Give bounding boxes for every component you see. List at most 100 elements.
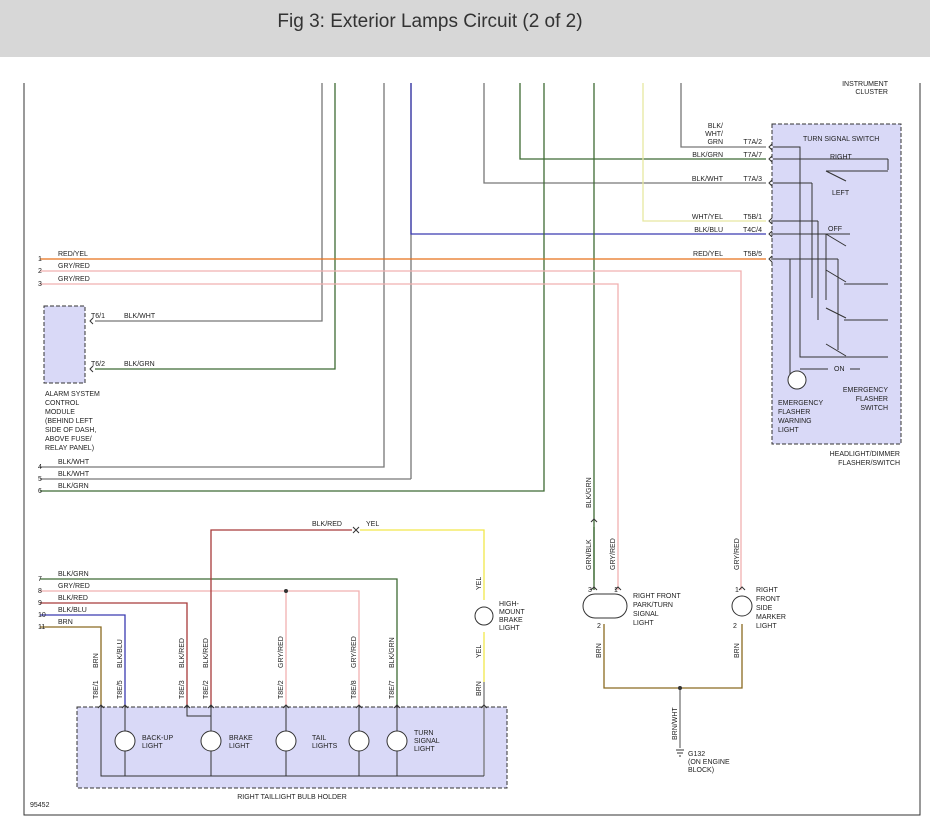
internal-wiring xyxy=(100,146,889,777)
bulbs xyxy=(114,370,807,752)
on-label: ON xyxy=(834,366,845,373)
splice-dot xyxy=(678,686,682,690)
figure-header: Fig 3: Exterior Lamps Circuit (2 of 2) xyxy=(0,0,930,57)
switch-pin-1: T7A/2 xyxy=(743,139,762,146)
tail-col-pin-1: T8E/1 xyxy=(93,680,100,699)
pin-2a-label: 2 xyxy=(597,623,601,630)
connector-mark xyxy=(768,155,773,163)
connector-mark xyxy=(768,217,773,225)
wire-num-2: 2 xyxy=(38,268,42,275)
wire-green xyxy=(519,83,766,160)
wire-gray xyxy=(40,83,385,468)
taillight-holder-label: RIGHT TAILLIGHT BULB HOLDER xyxy=(237,794,347,801)
switch-wire-5: BLK/BLU xyxy=(694,227,723,234)
tail-col-wire-1: BRN xyxy=(93,653,100,668)
wire-label-11: BRN xyxy=(58,619,73,626)
wire-num-11: 11 xyxy=(38,624,45,631)
tail-col-wire-6: GRY/RED xyxy=(351,636,358,668)
connector-mark xyxy=(183,704,191,709)
wire-yellow_light xyxy=(642,83,766,222)
connector-mark xyxy=(89,365,94,373)
connector-mark xyxy=(97,704,105,709)
wire-label-2: GRY/RED xyxy=(58,263,90,270)
switch-wire-1: BLK/WHT/GRN xyxy=(705,123,723,146)
figure-title: Fig 3: Exterior Lamps Circuit (2 of 2) xyxy=(277,11,583,32)
connector-mark xyxy=(282,704,290,709)
side-marker-bulb xyxy=(731,595,753,617)
tail-col-wire-4: BLK/RED xyxy=(203,638,210,668)
tail-bulb-2 xyxy=(348,730,370,752)
tail-col-pin-6: T8E/8 xyxy=(351,680,358,699)
alarm-wire-2: BLK/GRN xyxy=(124,361,155,368)
wire-green xyxy=(95,83,336,370)
wire-label-1: RED/YEL xyxy=(58,251,88,258)
wire-brown xyxy=(40,626,102,705)
alarm-pin-2: T6/2 xyxy=(91,361,105,368)
switch-pin-4: T5B/1 xyxy=(743,214,762,221)
switch-wire-2: BLK/GRN xyxy=(692,152,723,159)
turn-signal-bulb xyxy=(386,730,408,752)
pin-2b-label: 2 xyxy=(733,623,737,630)
switch-pin-3: T7A/3 xyxy=(743,176,762,183)
wire-label-3: GRY/RED xyxy=(58,276,90,283)
pin-3-label: 3 xyxy=(588,587,592,594)
splice-dot-2 xyxy=(284,589,288,593)
left-label: LEFT xyxy=(832,190,850,197)
wires xyxy=(40,83,766,776)
wire-label-10: BLK/BLU xyxy=(58,607,87,614)
high-mount-brake-bulb xyxy=(474,606,494,626)
connector-mark xyxy=(768,179,773,187)
yel-vertical-label: YEL xyxy=(476,577,483,590)
alarm-module-box xyxy=(43,305,86,384)
wire-num-10: 10 xyxy=(38,612,46,619)
wire-pink xyxy=(40,283,619,590)
connector-mark xyxy=(207,704,215,709)
connector-mark xyxy=(352,526,360,534)
wire-red xyxy=(40,602,188,705)
tail-col-pin-5: T8E/2 xyxy=(278,680,285,699)
off-label: OFF xyxy=(828,226,842,233)
turn-signal-switch-label: TURN SIGNAL SWITCH xyxy=(803,136,879,143)
switch-wire-3: BLK/WHT xyxy=(692,176,724,183)
tail-col-wire-3: BLK/RED xyxy=(179,638,186,668)
right-front-park-bulb xyxy=(582,593,628,619)
tail-col-pin-3: T8E/3 xyxy=(179,680,186,699)
wire-green xyxy=(40,578,398,705)
alarm-wire-1: BLK/WHT xyxy=(124,313,156,320)
wire-num-7: 7 xyxy=(38,576,42,583)
connector-mark xyxy=(768,143,773,151)
switch-pin-2: T7A/7 xyxy=(743,152,762,159)
tail-col-wire-5: GRY/RED xyxy=(278,636,285,668)
wire-red xyxy=(210,529,352,705)
connector-mark xyxy=(590,518,598,523)
switch-pin-5: T4C/4 xyxy=(743,227,762,234)
wire-label-9: BLK/RED xyxy=(58,595,88,602)
grn-blk-vertical-label: GRN/BLK xyxy=(586,539,593,570)
connector-marks xyxy=(89,143,773,709)
connector-mark xyxy=(121,704,129,709)
figure-number: 95452 xyxy=(30,802,50,809)
pin-1b-label: 1 xyxy=(735,587,739,594)
brn-vertical-b: BRN xyxy=(734,643,741,658)
brn-vertical-a: BRN xyxy=(596,643,603,658)
wire-gray xyxy=(680,83,766,148)
connector-mark xyxy=(738,586,746,591)
wire-num-3: 3 xyxy=(38,281,42,288)
switch-wire-6: RED/YEL xyxy=(693,251,723,258)
wire-blue xyxy=(40,614,126,705)
connector-mark xyxy=(89,317,94,325)
tail-col-pin-2: T8E/5 xyxy=(117,680,124,699)
wire-pink xyxy=(40,590,360,705)
right-label: RIGHT xyxy=(830,154,853,161)
wire-yellow xyxy=(360,529,485,600)
connector-mark xyxy=(355,704,363,709)
